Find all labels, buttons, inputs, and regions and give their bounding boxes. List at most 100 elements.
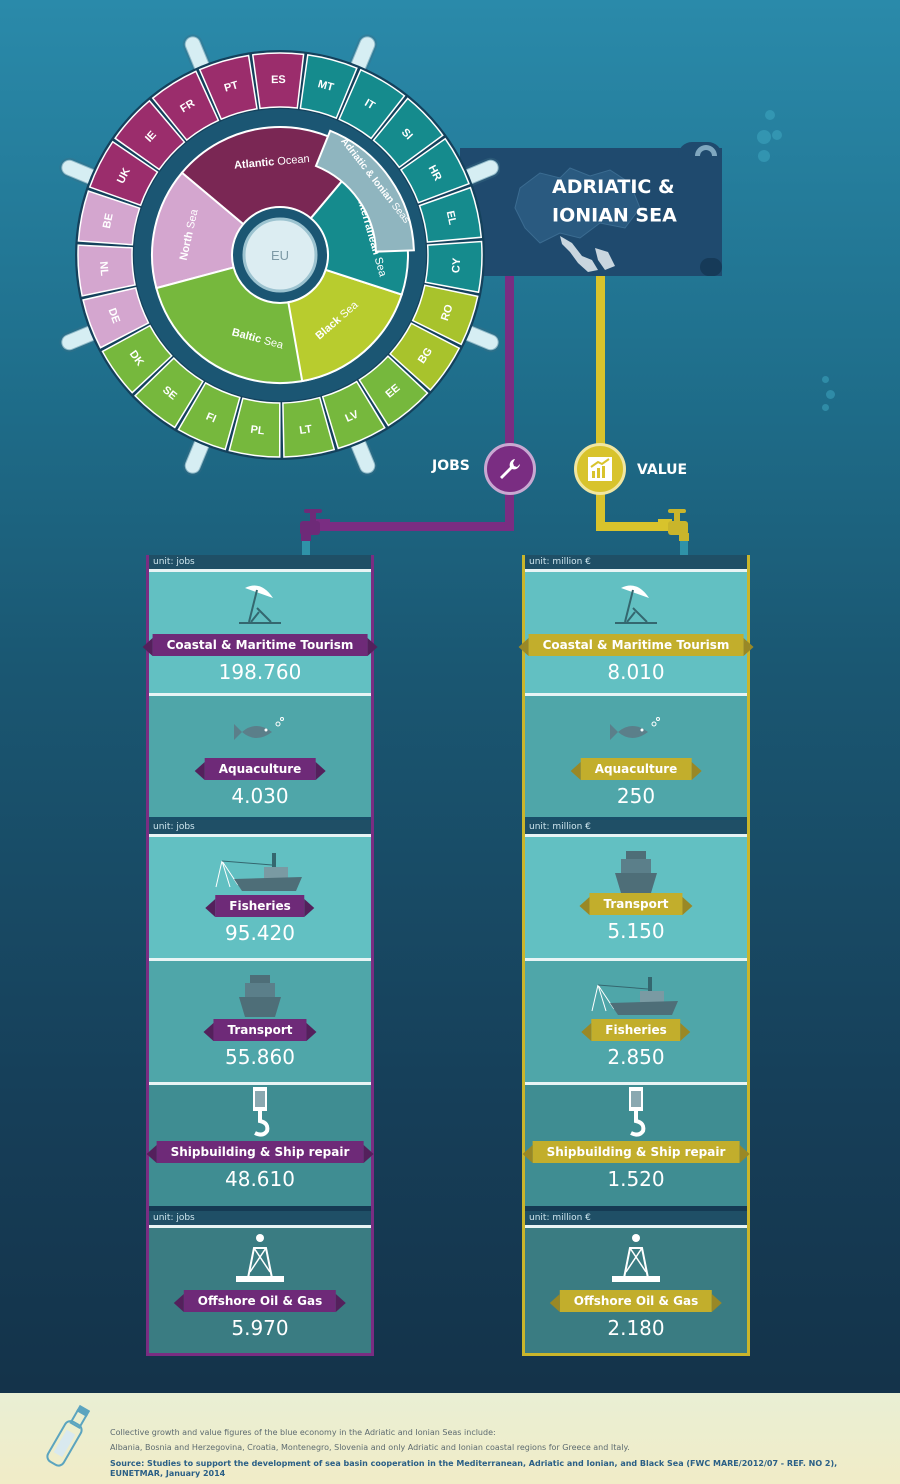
bubble [765,110,775,120]
crane-hook-icon [629,1087,646,1137]
jobs-transport-cell: Transport 55.860 [149,958,371,1082]
country-label: NL [97,261,110,277]
offshore-ribbon: Offshore Oil & Gas [173,1290,347,1312]
value-badge [574,443,626,495]
country-label: DE [106,307,123,325]
country-label: CY [450,257,463,274]
europe-map-icon [514,167,641,272]
country-label: MT [316,78,335,94]
value-pipe-vertical [596,276,605,531]
unit-label: unit: jobs [149,555,371,569]
country-label: BE [101,212,116,229]
oil-rig-icon [236,1234,284,1282]
banner-title-line2: IONIAN SEAS [552,204,691,227]
fishing-boat-icon [591,977,678,1015]
oil-rig-icon [612,1234,660,1282]
country-label: ES [271,74,286,86]
bubble [826,390,835,399]
fishing-boat-icon [215,853,302,891]
shipbuilding-ribbon: Shipbuilding & Ship repair [146,1141,374,1163]
ship-icon [239,975,281,1017]
country-segment [399,137,470,204]
country-segment [177,381,241,451]
message-bottle-icon [46,1404,90,1467]
transport-ribbon: Transport [203,1019,317,1041]
wrench-icon [500,459,520,479]
country-segment [151,70,220,142]
footer: Collective growth and value figures of t… [0,1393,900,1484]
country-segment [372,97,444,169]
value-offshore-cell: Offshore Oil & Gas 2.180 [525,1225,747,1353]
source-note: Source: Studies to support the developme… [110,1459,838,1478]
aquaculture-jobs-value: 4.030 [231,784,289,808]
value-fisheries-cell: Fisheries 2.850 [525,958,747,1082]
country-label: PT [223,79,240,95]
country-segment [77,244,136,297]
footnote-line2: Albania, Bosnia and Herzegovina, Croatia… [110,1443,630,1452]
shipbuilding-jobs-value: 48.610 [225,1167,295,1191]
fish-icon [234,717,284,740]
aquaculture-value: 250 [616,784,656,808]
offshore-value: 2.180 [607,1316,665,1340]
jobs-pipe-vertical [505,276,514,531]
jobs-aquaculture-cell: Aquaculture 4.030 [149,693,371,817]
jobs-fisheries-cell: Fisheries 95.420 [149,834,371,958]
country-segment [251,52,305,110]
country-label: RO [439,303,456,323]
fisheries-ribbon: Fisheries [581,1019,692,1041]
jobs-badge [484,443,536,495]
country-segment [77,190,141,246]
shipbuilding-ribbon: Shipbuilding & Ship repair [522,1141,750,1163]
hub-label: EU [271,248,289,263]
tourism-value: 8.010 [607,660,665,684]
value-transport-cell: Transport 5.150 [525,834,747,958]
hub [242,217,318,293]
country-segment [411,284,479,346]
fisheries-ribbon: Fisheries [205,895,316,917]
value-label: VALUE [637,462,688,478]
footnote-line1: Collective growth and value figures of t… [110,1428,496,1437]
country-label: EL [444,210,459,227]
tourism-jobs-value: 198.760 [218,660,302,684]
aquaculture-ribbon: Aquaculture [570,758,701,780]
jobs-shipbuilding-cell: Shipbuilding & Ship repair 48.610 [146,1082,374,1206]
bubble [822,376,829,383]
unit-label: unit: million € [525,820,747,834]
value-column: unit: million € Coastal & Maritime Touri… [518,555,754,1356]
bubble [772,130,782,140]
crane-hook-icon [253,1087,270,1137]
country-segment [134,357,204,429]
value-pipe-horizontal [596,522,672,531]
transport-jobs-value: 55.860 [225,1045,295,1069]
country-segment [358,355,429,427]
adriatic-segment [314,129,415,253]
tourism-ribbon: Coastal & Maritime Tourism [518,634,754,656]
scroll-roll-icon [678,142,722,276]
country-segment [338,68,406,140]
tourism-ribbon: Coastal & Maritime Tourism [142,634,378,656]
jobs-label: JOBS [432,458,470,474]
country-label: FI [204,411,218,426]
growth-chart-icon [588,457,612,481]
country-segment [114,99,186,171]
unit-label: unit: jobs [149,820,371,834]
sea-label: Atlantic Ocean [234,153,311,172]
jobs-tourism-cell: Coastal & Maritime Tourism 198.760 [142,569,378,693]
country-segment [418,186,483,243]
transport-value: 5.150 [607,919,665,943]
sea-segment [151,171,245,290]
banner-title: ADRIATIC & IONIAN SEAS* [552,176,696,227]
country-label: PL [250,424,266,438]
value-tourism-cell: Coastal & Maritime Tourism 8.010 [518,569,754,693]
aquaculture-ribbon: Aquaculture [194,758,325,780]
sea-segment [287,268,403,383]
country-label: LT [299,423,314,437]
value-shipbuilding-cell: Shipbuilding & Ship repair 1.520 [522,1082,750,1206]
transport-ribbon: Transport [579,893,693,915]
jobs-column: unit: jobs Coastal & Maritime Tourism 19… [142,555,378,1356]
beach-icon [615,585,657,624]
country-segment [82,287,150,349]
bubble [757,130,771,144]
value-aquaculture-cell: Aquaculture 250 [525,693,747,817]
country-segment [228,397,281,458]
